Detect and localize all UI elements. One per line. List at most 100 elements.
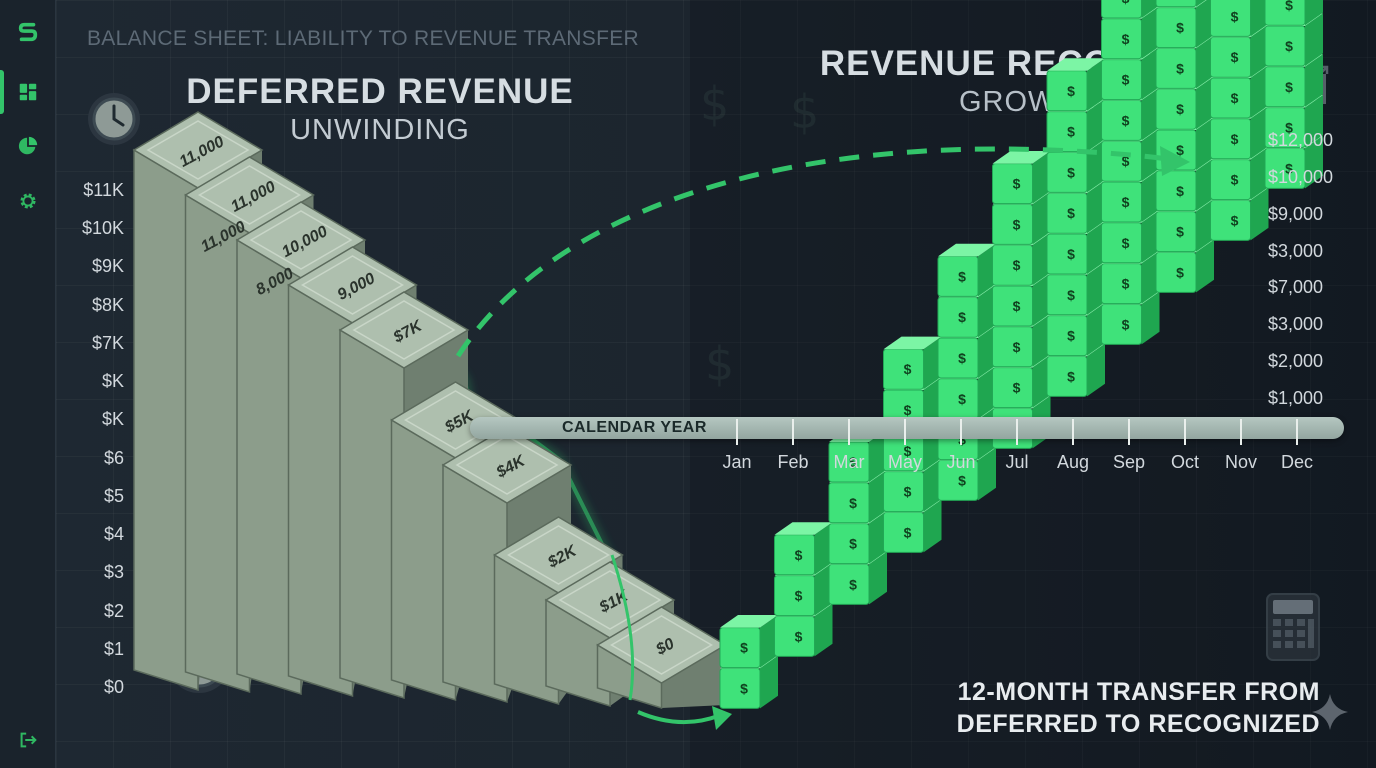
revenue-cube: $ bbox=[774, 522, 833, 576]
logout-icon bbox=[20, 732, 37, 748]
x-axis-label: CALENDAR YEAR bbox=[562, 419, 707, 436]
dollar-symbol: $ bbox=[1231, 131, 1239, 147]
y-tick-label: $11K bbox=[83, 180, 124, 200]
bar: $$$$$$$$$ bbox=[1101, 0, 1160, 345]
chart-title: DEFERRED REVENUE bbox=[186, 72, 574, 111]
svg-text:$: $ bbox=[790, 85, 819, 139]
y-tick-label: $K bbox=[101, 409, 124, 430]
y-tick-label: $7K bbox=[91, 332, 124, 353]
dollar-symbol: $ bbox=[1285, 79, 1293, 95]
y-tick-label: $9,000 bbox=[1268, 203, 1324, 224]
x-tick-label: Oct bbox=[1170, 452, 1200, 472]
dollar-symbol: $ bbox=[1176, 60, 1184, 76]
bar: $$$$ bbox=[828, 429, 887, 605]
y-tick-label: $10,000 bbox=[1268, 166, 1334, 187]
dollar-symbol: $ bbox=[1285, 160, 1293, 176]
bar: $$$ bbox=[774, 522, 833, 657]
dollar-symbol: $ bbox=[1122, 72, 1130, 88]
bar: $$$$$$$$$$$ bbox=[1210, 0, 1269, 241]
dollar-symbol: $ bbox=[1176, 224, 1184, 240]
dollar-symbol: $ bbox=[904, 524, 912, 540]
bar: $$$$$$$$$$ bbox=[1155, 0, 1214, 293]
y-tick-label: $5 bbox=[103, 485, 124, 506]
revenue-cube: $ bbox=[1046, 58, 1105, 112]
bar: $$$$$ bbox=[883, 336, 942, 553]
y-tick-label: $2,000 bbox=[1268, 351, 1324, 372]
y-tick-label: $4 bbox=[103, 524, 124, 545]
dollar-symbol: $ bbox=[1122, 112, 1130, 128]
dollar-symbol: $ bbox=[1285, 38, 1293, 54]
y-tick-label: $3 bbox=[103, 562, 124, 583]
x-tick-label: Jan bbox=[722, 452, 752, 472]
x-tick-label: Aug bbox=[1056, 452, 1090, 472]
dollar-symbol: $ bbox=[1285, 0, 1293, 13]
dollar-symbol: $ bbox=[795, 588, 803, 604]
dollar-symbol: $ bbox=[1013, 339, 1021, 355]
y-tick-label: $6 bbox=[103, 447, 124, 468]
revenue-cube: $ bbox=[1264, 0, 1323, 26]
sidebar-active-indicator bbox=[0, 70, 4, 114]
dollar-symbol: $ bbox=[1013, 380, 1021, 396]
svg-text:$: $ bbox=[705, 337, 734, 391]
dollar-symbol: $ bbox=[1176, 264, 1184, 280]
dollar-symbol: $ bbox=[1067, 368, 1075, 384]
sidebar-item-reports[interactable] bbox=[8, 126, 48, 166]
dollar-symbol: $ bbox=[1067, 124, 1075, 140]
dollar-symbol: $ bbox=[958, 472, 966, 488]
transfer-caption: 12-MONTH TRANSFER FROM DEFERRED TO RECOG… bbox=[900, 676, 1320, 740]
dollar-symbol: $ bbox=[849, 576, 857, 592]
svg-text:$: $ bbox=[700, 77, 729, 131]
dollar-symbol: $ bbox=[1122, 0, 1130, 6]
logo-button[interactable] bbox=[8, 12, 48, 52]
y-tick-label: $3,000 bbox=[1268, 314, 1324, 335]
bar: $$$$$$$ bbox=[992, 151, 1051, 449]
logout-button[interactable] bbox=[8, 720, 48, 760]
dollar-symbol: $ bbox=[1013, 216, 1021, 232]
caption-line: DEFERRED TO RECOGNIZED bbox=[956, 710, 1320, 738]
y-tick-label: $1,000 bbox=[1268, 388, 1324, 408]
x-tick-label: Dec bbox=[1280, 452, 1314, 472]
dollar-symbol: $ bbox=[1122, 153, 1130, 169]
sparkle-icon bbox=[1312, 694, 1348, 730]
left-y-axis: $11K$10K$9K$8K$7K$K$K$6$5$4$3$2$1$0 bbox=[68, 0, 128, 768]
y-tick-label: $0 bbox=[103, 677, 124, 697]
bar: $$ bbox=[719, 615, 778, 709]
y-tick-label: $9K bbox=[91, 256, 124, 277]
x-tick-label: Feb bbox=[777, 452, 809, 472]
dollar-symbol: $ bbox=[1231, 212, 1239, 228]
dollar-symbol: $ bbox=[1067, 205, 1075, 221]
calculator-icon bbox=[1266, 593, 1320, 661]
bar: $$$$$$$$$$$$ bbox=[1264, 0, 1323, 189]
dollar-symbol: $ bbox=[1176, 20, 1184, 36]
pie-chart-icon bbox=[18, 136, 38, 155]
dollar-symbol: $ bbox=[958, 432, 966, 448]
caption-line: 12-MONTH TRANSFER FROM bbox=[957, 678, 1320, 706]
dollar-symbol: $ bbox=[1176, 101, 1184, 117]
dollar-symbol: $ bbox=[740, 680, 748, 696]
sidebar-item-settings[interactable] bbox=[8, 181, 48, 221]
right-y-axis: $12,000$10,000$9,000$3,000$7,000$3,000$2… bbox=[1268, 0, 1368, 768]
revenue-cube: $ bbox=[774, 563, 833, 617]
dollar-symbol: $ bbox=[1122, 31, 1130, 47]
x-tick-label: Mar bbox=[833, 452, 865, 472]
dollar-symbol: $ bbox=[904, 484, 912, 500]
revenue-cube: $ bbox=[719, 615, 778, 669]
sidebar bbox=[0, 0, 56, 768]
dollar-symbol: $ bbox=[958, 309, 966, 325]
sidebar-item-dashboard[interactable] bbox=[8, 72, 48, 112]
dollar-symbol: $ bbox=[1231, 172, 1239, 188]
transfer-arrow-head bbox=[1160, 146, 1190, 176]
chart-subtitle: UNWINDING bbox=[290, 114, 470, 146]
dollar-symbol: $ bbox=[849, 454, 857, 470]
page-title: BALANCE SHEET: LIABILITY TO REVENUE TRAN… bbox=[87, 27, 639, 50]
dollar-symbol: $ bbox=[958, 350, 966, 366]
dollar-symbol: $ bbox=[1013, 298, 1021, 314]
y-tick-label: $10K bbox=[81, 218, 124, 239]
transfer-arrow-bottom bbox=[637, 710, 719, 725]
x-tick-label: Jul bbox=[1005, 452, 1029, 472]
dollar-symbol: $ bbox=[740, 640, 748, 656]
dollar-symbol: $ bbox=[1013, 176, 1021, 192]
dollar-symbol: $ bbox=[849, 495, 857, 511]
